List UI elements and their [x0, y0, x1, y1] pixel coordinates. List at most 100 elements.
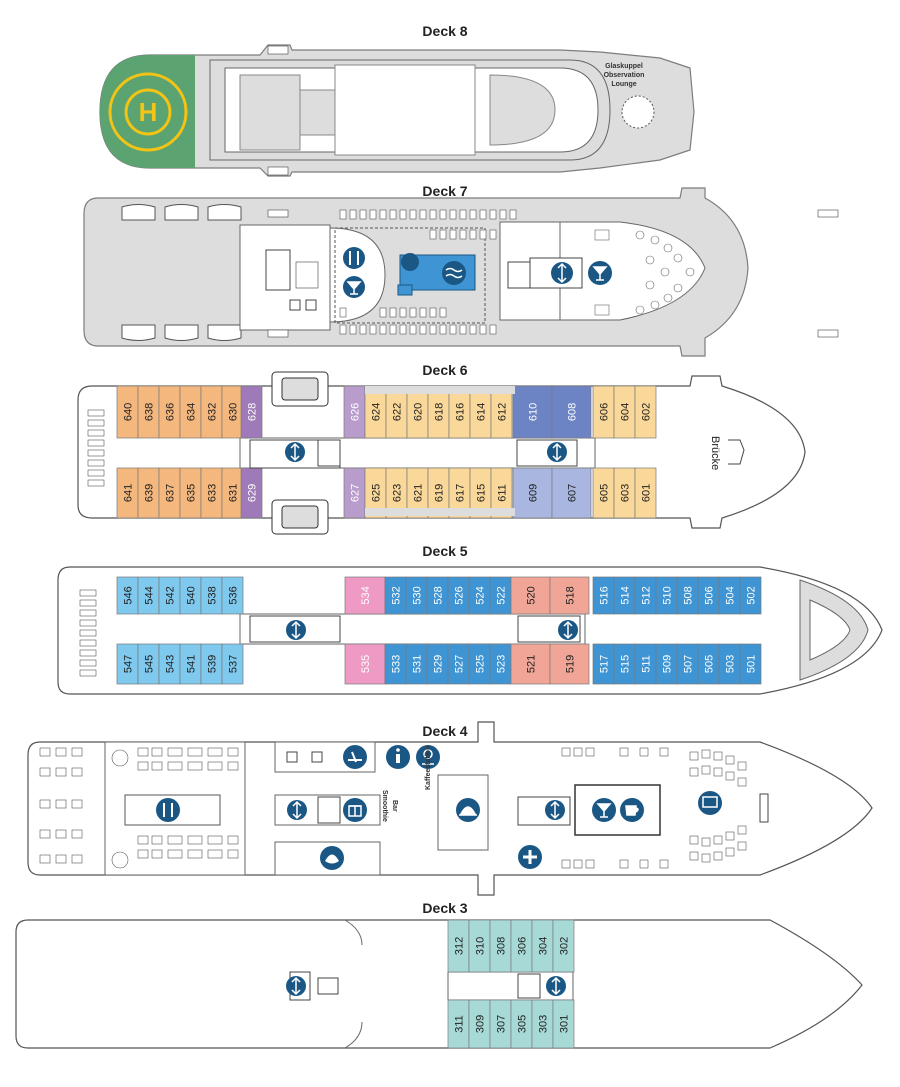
- cabin-number: 525: [475, 655, 487, 673]
- cabin-number: 535: [360, 655, 372, 673]
- cabin-number: 623: [392, 484, 404, 502]
- cabin-628: [240, 385, 263, 439]
- observation-dome: [621, 95, 655, 129]
- cabin-number: 611: [497, 484, 509, 502]
- cabin-number: 605: [599, 484, 611, 502]
- cabin-number: 511: [641, 655, 653, 673]
- cabin-number: 538: [207, 586, 219, 604]
- cabin-number: 631: [228, 484, 240, 502]
- cabin-number: 603: [620, 484, 632, 502]
- cabin-number: 530: [412, 586, 424, 604]
- tender-boat-bottom: [271, 499, 329, 535]
- cabin-number: 546: [123, 586, 135, 604]
- cabin-number: 510: [662, 586, 674, 604]
- cabin-609: [512, 467, 553, 519]
- cabin-number: 503: [725, 655, 737, 673]
- cabin-520: [510, 576, 551, 615]
- lounge-label-2: Observation: [604, 72, 645, 79]
- cabin-number: 639: [144, 484, 156, 502]
- deck-8: Deck 8 H Glaskuppel Observation Lounge: [99, 23, 695, 177]
- cabin-number: 301: [559, 1015, 571, 1033]
- deck-6-title: Deck 6: [422, 362, 467, 378]
- theater-seating: [561, 747, 747, 869]
- kaffeestation-label: Kaffeestation: [425, 746, 432, 790]
- cabin-number: 521: [526, 655, 538, 673]
- deck-3-hull: [15, 919, 863, 1049]
- cabin-607: [551, 467, 592, 519]
- pool-deck-outline: [334, 227, 486, 324]
- cabin-number: 621: [413, 484, 425, 502]
- cabin-number: 539: [207, 655, 219, 673]
- cabin-610: [512, 385, 553, 439]
- cabin-number: 601: [641, 484, 653, 502]
- deck-7-title: Deck 7: [422, 183, 467, 199]
- cabin-number: 625: [371, 484, 383, 502]
- cabin-502: [739, 576, 762, 615]
- cabin-number: 527: [454, 655, 466, 673]
- cabin-number: 628: [247, 403, 259, 421]
- cabin-number: 615: [476, 484, 488, 502]
- cabin-number: 519: [565, 655, 577, 673]
- deck-7-stairs-fwd: [267, 209, 839, 338]
- sun-loungers: [339, 209, 517, 335]
- deck-3-doors: [344, 919, 363, 1049]
- cabin-302: [552, 919, 575, 973]
- cabin-number: 311: [454, 1015, 466, 1033]
- deck-7-stairs-aft: [295, 261, 319, 289]
- cabin-number: 637: [165, 484, 177, 502]
- cabin-number: 537: [228, 655, 240, 673]
- cabin-number: 306: [517, 937, 529, 955]
- deck-8-stairs-top: [267, 45, 289, 55]
- cabin-number: 508: [683, 586, 695, 604]
- cabin-number: 612: [497, 403, 509, 421]
- lounge-label-3: Lounge: [611, 81, 636, 88]
- cabin-number: 515: [620, 655, 632, 673]
- cabin-number: 310: [475, 937, 487, 955]
- cabin-number: 543: [165, 655, 177, 673]
- cabin-number: 620: [413, 403, 425, 421]
- restaurant-icon-deck-4: [156, 798, 180, 822]
- cabin-number: 509: [662, 655, 674, 673]
- cabin-number: 614: [476, 403, 488, 421]
- cabin-number: 506: [704, 586, 716, 604]
- cabin-number: 526: [454, 586, 466, 604]
- cabin-611: [490, 467, 513, 519]
- cabin-number: 629: [247, 484, 259, 502]
- lounge-label-1: Glaskuppel: [605, 63, 643, 70]
- cabin-601: [634, 467, 657, 519]
- lounge-bar: [574, 784, 661, 836]
- restaurant-tables: [39, 747, 239, 869]
- helipad-icon: H: [108, 72, 188, 152]
- cabin-number: 618: [434, 403, 446, 421]
- deck-4: Deck 4: [27, 721, 873, 896]
- cabin-number: 622: [392, 403, 404, 421]
- cabin-537: [221, 643, 244, 685]
- deck-5-title: Deck 5: [422, 543, 467, 559]
- bridge-icon: [728, 439, 745, 465]
- cabin-number: 607: [567, 484, 579, 502]
- svg-text:H: H: [139, 97, 158, 127]
- cabin-501: [739, 643, 762, 685]
- cabin-number: 606: [599, 403, 611, 421]
- cabin-number: 302: [559, 937, 571, 955]
- cabin-number: 542: [165, 586, 177, 604]
- cabin-number: 307: [496, 1015, 508, 1033]
- cabin-number: 624: [371, 403, 383, 421]
- cabin-number: 512: [641, 586, 653, 604]
- cabin-number: 303: [538, 1015, 550, 1033]
- cabin-number: 517: [599, 655, 611, 673]
- cabin-number: 312: [454, 937, 466, 955]
- tender-boat-top: [271, 371, 329, 407]
- cabin-number: 541: [186, 655, 198, 673]
- cabin-number: 633: [207, 484, 219, 502]
- cabin-number: 630: [228, 403, 240, 421]
- lounge-seating: [594, 229, 695, 316]
- cabin-number: 305: [517, 1015, 529, 1033]
- cabin-number: 635: [186, 484, 198, 502]
- smoothie-bar-label-2: Bar: [391, 800, 398, 812]
